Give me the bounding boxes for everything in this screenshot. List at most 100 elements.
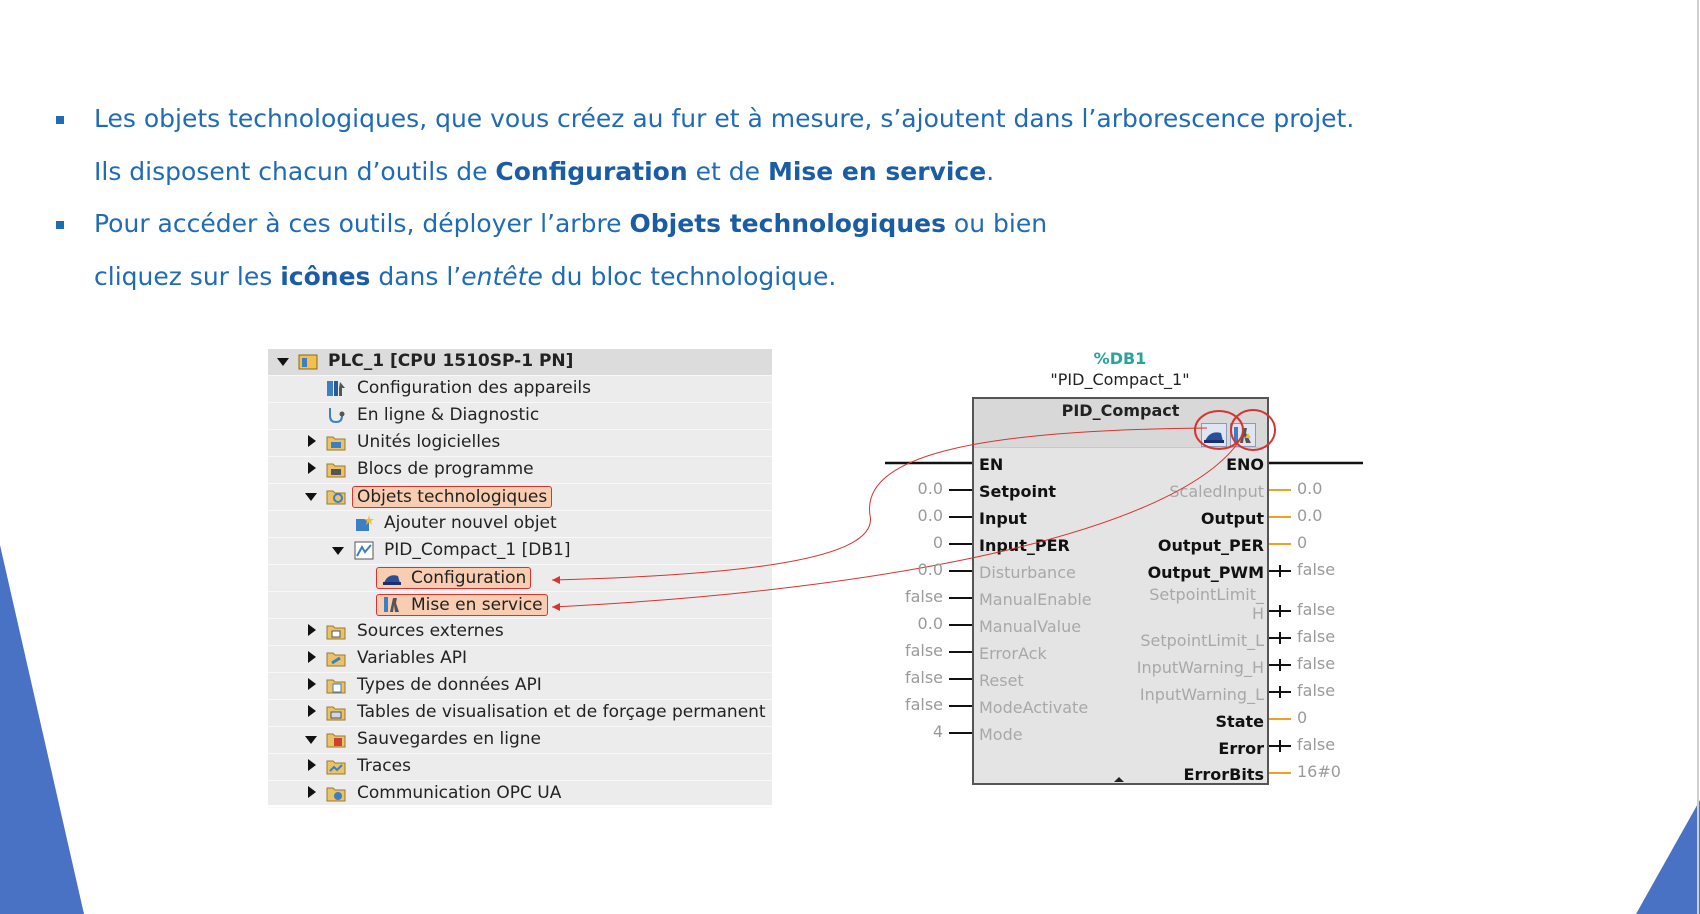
- tree-label: Sources externes: [357, 621, 504, 641]
- pin-output-per: Output_PER: [1157, 536, 1264, 555]
- output-value-input-warning-l[interactable]: false: [1297, 681, 1336, 700]
- tree-label: En ligne & Diagnostic: [357, 405, 540, 425]
- output-value-scaled-input[interactable]: 0.0: [1297, 479, 1323, 498]
- tree-item-opc-ua[interactable]: Communication OPC UA: [268, 781, 772, 808]
- expand-arrow-icon[interactable]: [308, 651, 316, 663]
- arrow-to-configuration: [551, 427, 1208, 581]
- output-value-state[interactable]: 0: [1297, 708, 1308, 727]
- output-value-setpoint-limit-h[interactable]: false: [1297, 600, 1336, 619]
- tree-item-traces[interactable]: Traces: [268, 754, 772, 781]
- output-value-error[interactable]: false: [1297, 735, 1336, 754]
- input-value-manual-enable[interactable]: false: [904, 587, 943, 606]
- expand-arrow-icon[interactable]: [308, 705, 316, 717]
- collapse-arrow-icon[interactable]: [305, 736, 317, 744]
- tree-label: Configuration des appareils: [357, 378, 591, 398]
- pin-scaled-input: ScaledInput: [1169, 482, 1264, 501]
- tree-label: Types de données API: [357, 675, 542, 695]
- tree-label: Ajouter nouvel objet: [384, 513, 557, 533]
- tree-item-watch-tables[interactable]: Tables de visualisation et de forçage pe…: [268, 700, 772, 727]
- input-value-error-ack[interactable]: false: [904, 641, 943, 660]
- folder-icon: [326, 433, 346, 452]
- bullet-marker: [56, 221, 64, 229]
- tree-item-plc-data-types[interactable]: Types de données API: [268, 673, 772, 700]
- tree-item-technology-objects[interactable]: Objets technologiques: [268, 484, 772, 511]
- collapse-arrow-icon[interactable]: [305, 493, 317, 501]
- output-value-error-bits[interactable]: 16#0: [1297, 762, 1341, 781]
- pin-setpoint: Setpoint: [979, 482, 1056, 501]
- tree-item-online-diagnostic[interactable]: En ligne & Diagnostic: [268, 403, 772, 430]
- tree-item-software-units[interactable]: Unités logicielles: [268, 430, 772, 457]
- tree-item-pid-compact[interactable]: PID_Compact_1 [DB1]: [268, 538, 772, 565]
- input-value-disturbance[interactable]: 0.0: [917, 560, 943, 579]
- pin-error-ack: ErrorAck: [979, 644, 1047, 663]
- folder-icon: [326, 784, 346, 803]
- tree-item-online-backups[interactable]: Sauvegardes en ligne: [268, 727, 772, 754]
- expand-arrow-icon[interactable]: [308, 786, 316, 798]
- tree-label-highlighted: Configuration: [376, 567, 532, 589]
- pin-error-bits: ErrorBits: [1183, 765, 1264, 784]
- commissioning-icon: [382, 595, 402, 614]
- collapse-arrow-icon[interactable]: [277, 358, 289, 366]
- pid-compact-block[interactable]: PID_Compact EN Setpoint Input Input_PER …: [972, 397, 1269, 785]
- pin-disturbance: Disturbance: [979, 563, 1076, 582]
- output-value-output[interactable]: 0.0: [1297, 506, 1323, 525]
- tree-item-plc-tags[interactable]: Variables API: [268, 646, 772, 673]
- bullet-2-line-1: Pour accéder à ces outils, déployer l’ar…: [94, 209, 1048, 238]
- tree-label: Traces: [357, 756, 411, 776]
- configuration-icon: [382, 568, 402, 587]
- tree-item-add-object[interactable]: Ajouter nouvel objet: [268, 511, 772, 538]
- configuration-icon[interactable]: [1201, 423, 1227, 447]
- input-value-mode-activate[interactable]: false: [904, 695, 943, 714]
- input-value-manual-value[interactable]: 0.0: [917, 614, 943, 633]
- folder-icon: [326, 730, 346, 749]
- expand-arrow-icon[interactable]: [308, 678, 316, 690]
- plc-icon: [298, 352, 318, 371]
- bullet-1-line-1: Les objets technologiques, que vous crée…: [94, 104, 1355, 133]
- pin-manual-value: ManualValue: [979, 617, 1082, 636]
- pin-mode-activate: ModeActivate: [979, 698, 1089, 717]
- input-value-input-per[interactable]: 0: [932, 533, 943, 552]
- input-value-input[interactable]: 0.0: [917, 506, 943, 525]
- pin-input-warning-h: InputWarning_H: [1136, 658, 1264, 677]
- pin-error: Error: [1218, 739, 1264, 758]
- pin-output: Output: [1200, 509, 1264, 528]
- bullet-marker: [56, 116, 64, 124]
- tree-item-external-sources[interactable]: Sources externes: [268, 619, 772, 646]
- input-value-mode[interactable]: 4: [932, 722, 943, 741]
- tree-label: Communication OPC UA: [357, 783, 562, 803]
- tree-item-device-config[interactable]: Configuration des appareils: [268, 376, 772, 403]
- expand-arrow-icon[interactable]: [308, 462, 316, 474]
- collapse-chevron-icon[interactable]: [1113, 775, 1125, 783]
- folder-icon: [326, 460, 346, 479]
- pin-setpoint-limit-h-suffix: H: [1251, 604, 1264, 623]
- output-value-input-warning-h[interactable]: false: [1297, 654, 1336, 673]
- highlight-circle: [1194, 410, 1244, 450]
- expand-arrow-icon[interactable]: [308, 624, 316, 636]
- folder-icon: [326, 622, 346, 641]
- input-value-reset[interactable]: false: [904, 668, 943, 687]
- tree-item-configuration[interactable]: Configuration: [268, 565, 772, 592]
- tree-label: Unités logicielles: [357, 432, 501, 452]
- output-value-output-per[interactable]: 0: [1297, 533, 1308, 552]
- output-value-output-pwm[interactable]: false: [1297, 560, 1336, 579]
- bullet-1-line-2: Ils disposent chacun d’outils de Configu…: [94, 157, 995, 186]
- pin-state: State: [1215, 712, 1264, 731]
- arrow-to-commissioning: [551, 439, 1241, 608]
- db-number: %DB1: [1093, 349, 1147, 368]
- project-tree: PLC_1 [CPU 1510SP-1 PN] Configuration de…: [268, 349, 772, 808]
- tree-label: Blocs de programme: [357, 459, 534, 479]
- tree-item-plc[interactable]: PLC_1 [CPU 1510SP-1 PN]: [268, 349, 772, 376]
- highlight-circle: [1230, 409, 1276, 451]
- pin-mode: Mode: [979, 725, 1023, 744]
- collapse-arrow-icon[interactable]: [332, 547, 344, 555]
- output-value-setpoint-limit-l[interactable]: false: [1297, 627, 1336, 646]
- tree-item-program-blocks[interactable]: Blocs de programme: [268, 457, 772, 484]
- tree-item-commissioning[interactable]: Mise en service: [268, 592, 772, 619]
- input-value-setpoint[interactable]: 0.0: [917, 479, 943, 498]
- tree-label: PID_Compact_1 [DB1]: [384, 540, 571, 560]
- expand-arrow-icon[interactable]: [308, 759, 316, 771]
- folder-icon: [326, 703, 346, 722]
- pin-reset: Reset: [979, 671, 1024, 690]
- expand-arrow-icon[interactable]: [308, 435, 316, 447]
- online-diagnostic-icon: [326, 406, 346, 425]
